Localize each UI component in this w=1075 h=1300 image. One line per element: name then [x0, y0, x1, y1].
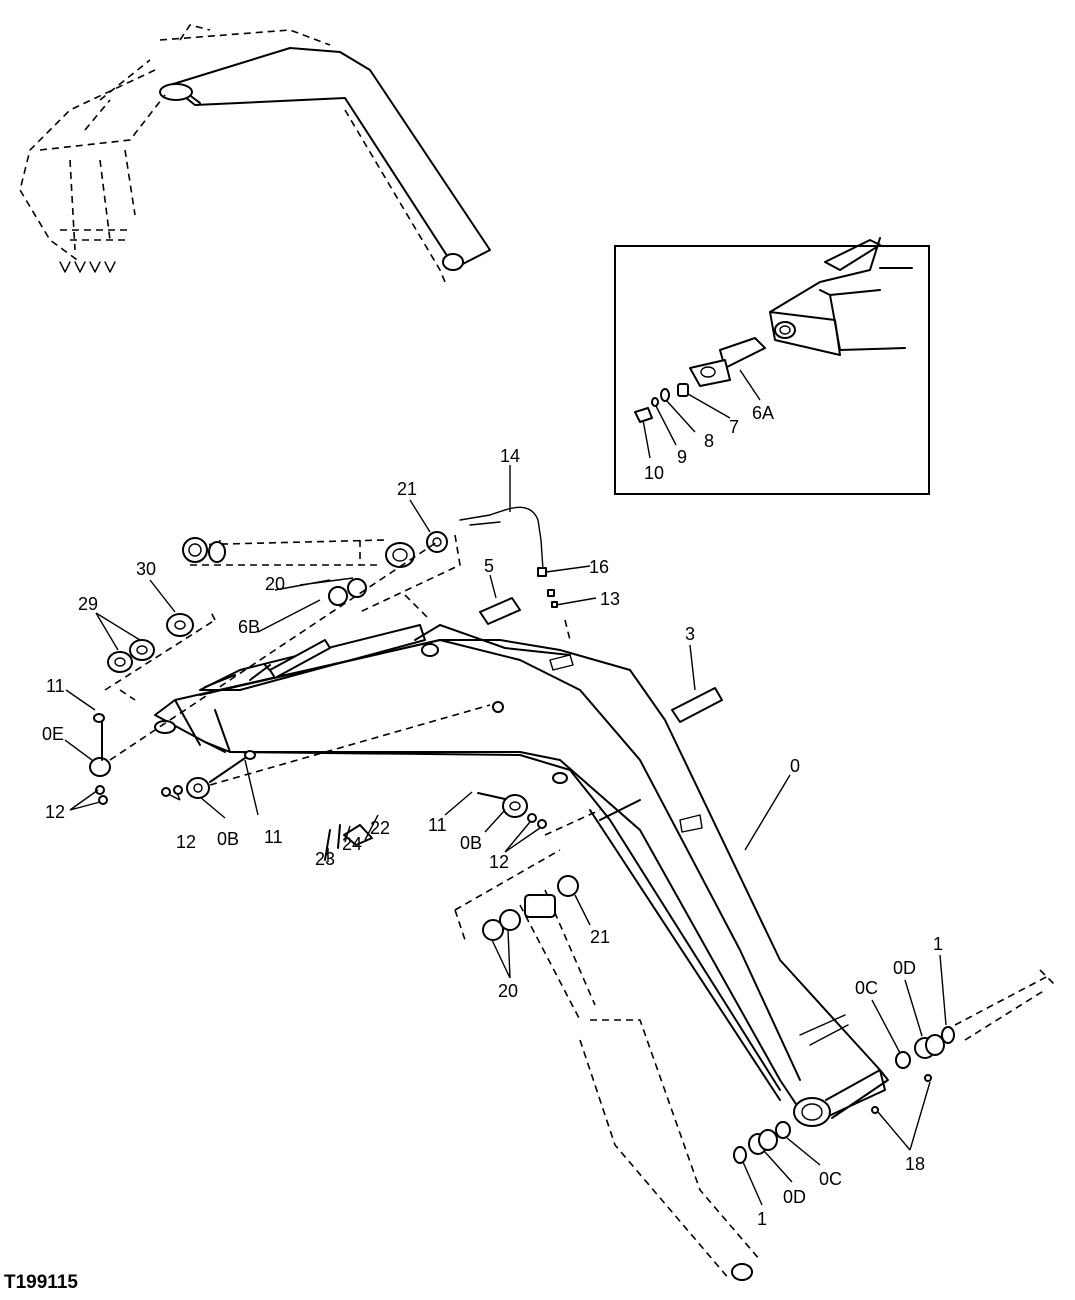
- callout-11-left: 11: [264, 827, 283, 847]
- callout-24: 24: [342, 834, 362, 854]
- callout-11-mid: 11: [428, 815, 447, 835]
- callout-11-top: 11: [46, 676, 65, 696]
- callout-20-lower: 20: [498, 981, 518, 1001]
- callout-12-mid: 12: [489, 852, 509, 872]
- callout-labels: 6A 7 8 9 10 14 21 5 16 30 20 13 29 6B 3 …: [42, 403, 943, 1229]
- callout-0d-lower: 0D: [783, 1187, 806, 1207]
- excavator-locator-sketch: [19, 24, 491, 283]
- leader-lines: [64, 465, 947, 1206]
- callout-6a: 6A: [752, 403, 774, 423]
- callout-21-lower: 21: [590, 927, 610, 947]
- callout-30: 30: [136, 559, 156, 579]
- callout-13: 13: [600, 589, 620, 609]
- callout-16: 16: [589, 557, 609, 577]
- callout-18: 18: [905, 1154, 925, 1174]
- callout-1-upper: 1: [933, 934, 943, 954]
- callout-8: 8: [704, 431, 714, 451]
- callout-0: 0: [790, 756, 800, 776]
- callout-20-upper: 20: [265, 574, 285, 594]
- callout-0c-lower: 0C: [819, 1169, 842, 1189]
- callout-7: 7: [729, 417, 739, 437]
- callout-0b-mid: 0B: [460, 833, 482, 853]
- callout-6b: 6B: [238, 617, 260, 637]
- callout-0b-left: 0B: [217, 829, 239, 849]
- callout-29: 29: [78, 594, 98, 614]
- callout-23: 23: [315, 849, 335, 869]
- callout-21-upper: 21: [397, 479, 417, 499]
- callout-0e: 0E: [42, 724, 64, 744]
- callout-12-left: 12: [45, 802, 65, 822]
- callout-12-bottom: 12: [176, 832, 196, 852]
- alignment-lines: [104, 534, 601, 941]
- callout-0c-upper: 0C: [855, 978, 878, 998]
- figure-code: T199115: [4, 1272, 78, 1293]
- boom-assembly: [154, 506, 1056, 1281]
- callout-5: 5: [484, 556, 494, 576]
- callout-3: 3: [685, 624, 695, 644]
- callout-1-lower: 1: [757, 1209, 767, 1229]
- callout-10: 10: [644, 463, 664, 483]
- callout-9: 9: [677, 447, 687, 467]
- loose-parts: [89, 531, 955, 1164]
- detail-inset: [614, 237, 930, 495]
- callout-22: 22: [370, 818, 390, 838]
- callout-14: 14: [500, 446, 520, 466]
- callout-0d-upper: 0D: [893, 958, 916, 978]
